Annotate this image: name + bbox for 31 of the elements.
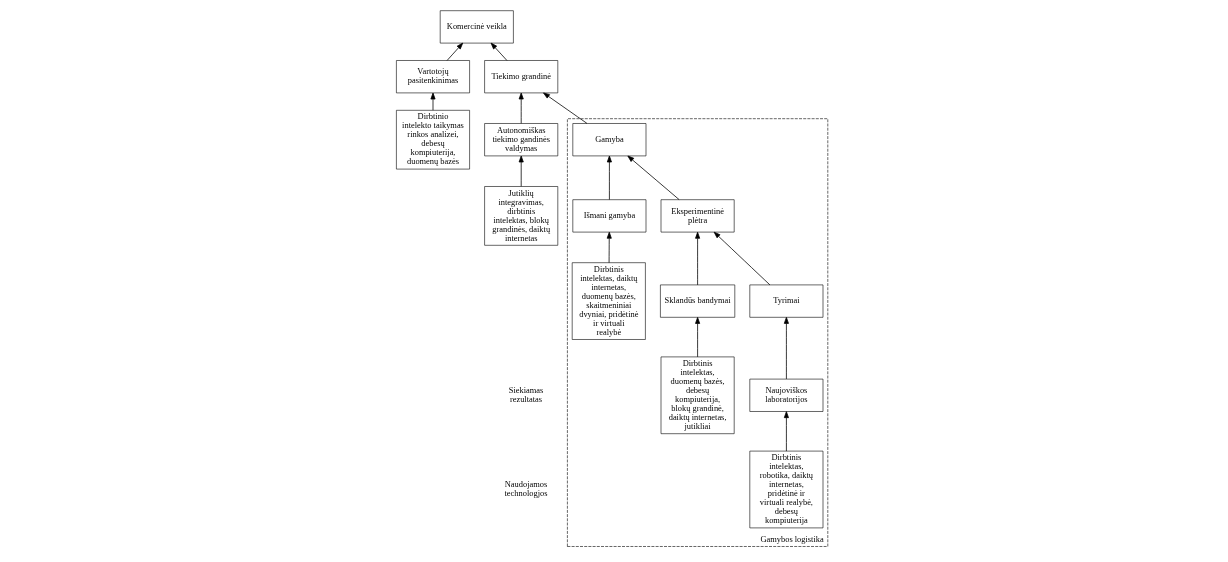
node-box: Dirbtinis intelektas, duomenų bazės, debesų kompiuterija, blokų grandinė, daiktų internetas, jutikliai — [660, 356, 734, 434]
arrow — [694, 317, 700, 358]
node-box: Sklandūs bandymai — [659, 284, 735, 318]
arrow — [783, 411, 789, 452]
arrow — [490, 42, 507, 61]
node-box: Išmani gamyba — [572, 199, 646, 233]
node-box: Tyrimai — [749, 284, 823, 318]
label: Siekiamas rezultatas — [508, 386, 543, 405]
node-box: Jutiklių integravimas, dirbtinis intelektas, blokų grandinės, daiktų internetas — [483, 186, 558, 246]
node-box: Dirbtinio intelekto taikymas rinkos analizei, debesų kompiuterija, duomenų bazės — [395, 110, 470, 170]
arrow — [430, 92, 435, 111]
node-box: Gamyba — [572, 123, 646, 157]
arrow — [713, 231, 770, 286]
node-box: Eksperimentinė plėtra — [660, 199, 734, 233]
node-box: Dirbtinis intelektas, daiktų internetas, duomenų bazės, skaitmeniniai dvyniai, pridėtinė ir virtuali realybė — [571, 262, 646, 340]
node-box: Autonomiškas tiekimo gandinės valdymas — [483, 123, 558, 157]
arrow — [542, 92, 587, 124]
node-box: Tiekimo grandinė — [483, 60, 558, 94]
node-box: Dirbtinis intelektas, robotika, daiktų internetas, pridėtinė ir virtuali realybė, debesų kompiuterija — [749, 450, 823, 529]
node-box: Naujoviškos laboratorijos — [749, 378, 823, 412]
arrow — [606, 155, 612, 200]
node-box: Komercinė veikla — [439, 10, 514, 44]
node-box: Vartotojų pasitenkinimas — [395, 60, 470, 94]
arrow — [783, 317, 789, 380]
label: Naudojamos technologjos — [504, 480, 547, 499]
arrow — [694, 231, 700, 286]
arrow — [446, 42, 463, 61]
arrow — [627, 155, 679, 200]
arrow — [606, 231, 612, 264]
arrow — [518, 92, 524, 124]
arrow — [518, 155, 524, 187]
